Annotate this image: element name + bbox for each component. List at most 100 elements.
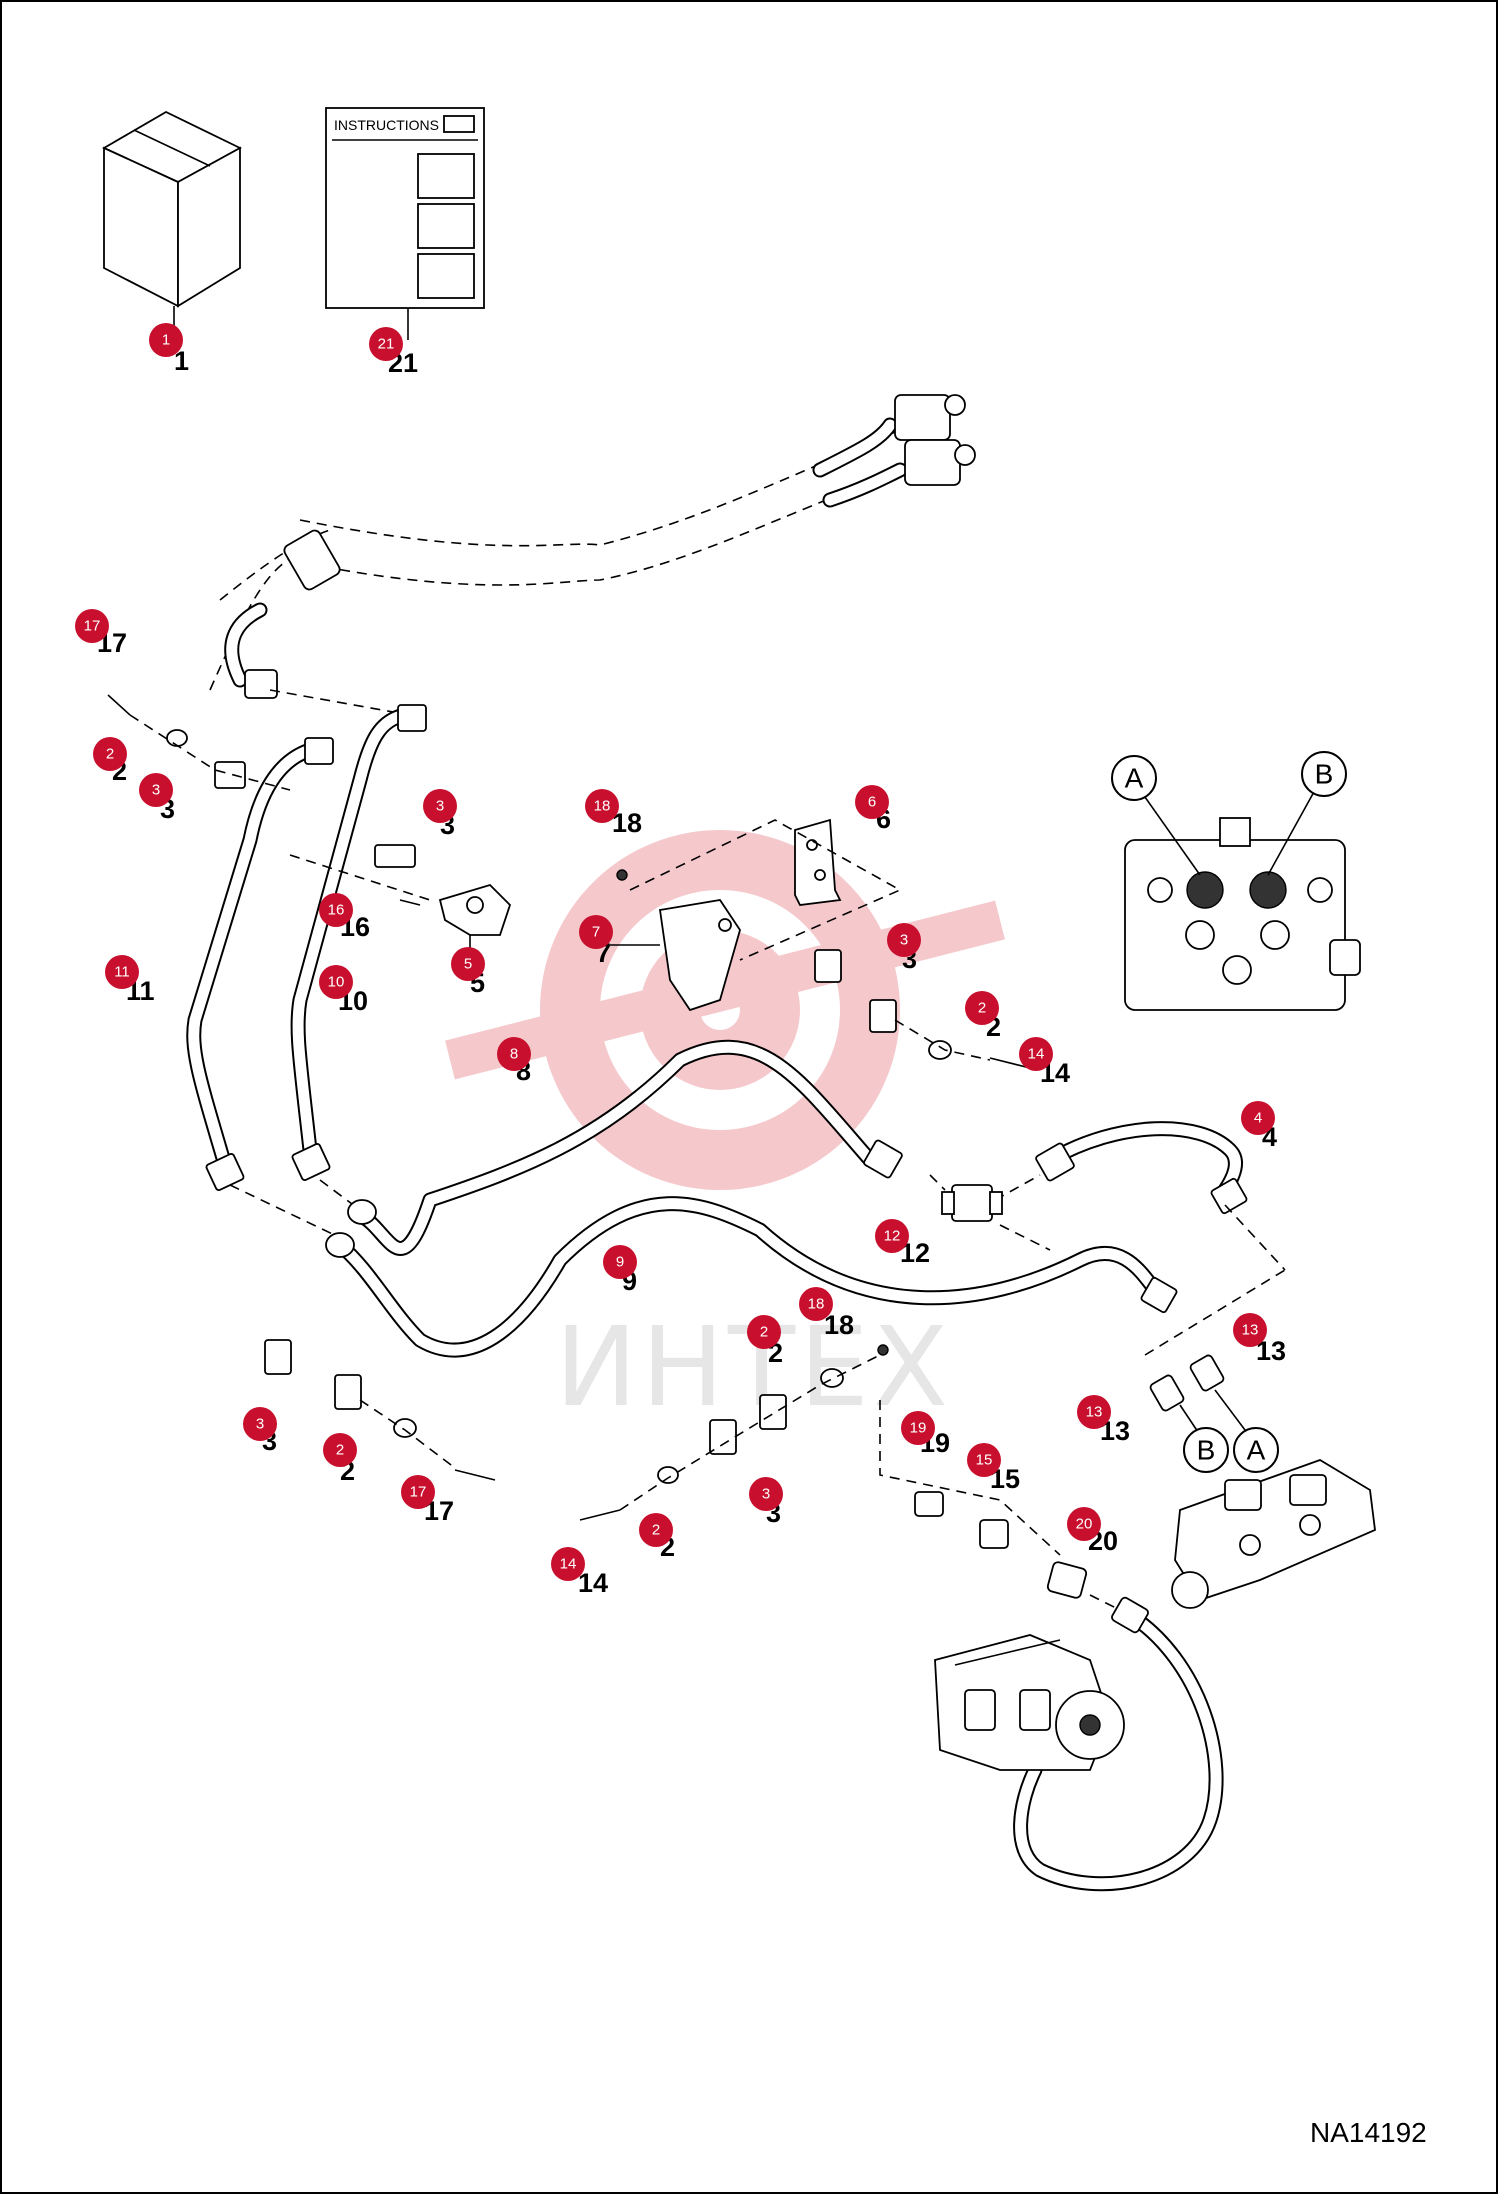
tube-8 bbox=[319, 1039, 903, 1256]
bracket-5 bbox=[438, 883, 512, 964]
part-badge[interactable]: 9 bbox=[603, 1245, 637, 1279]
part-badge-number: 17 bbox=[410, 1484, 427, 1501]
part-badge-number: 17 bbox=[84, 618, 101, 635]
part-badge-number: 20 bbox=[1076, 1516, 1093, 1533]
port-callout: B bbox=[1301, 751, 1347, 797]
part-badge[interactable]: 2 bbox=[965, 991, 999, 1025]
part-badge-number: 15 bbox=[976, 1452, 993, 1469]
part-badge-number: 4 bbox=[1254, 1110, 1262, 1127]
part-badge-number: 11 bbox=[114, 964, 130, 981]
part-badge[interactable]: 14 bbox=[1019, 1037, 1053, 1071]
part-badge[interactable]: 8 bbox=[497, 1037, 531, 1071]
part-badge-number: 16 bbox=[328, 902, 345, 919]
part-badge-number: 3 bbox=[152, 782, 160, 799]
pump-hose bbox=[1013, 1596, 1224, 1892]
part-badge[interactable]: 7 bbox=[579, 915, 613, 949]
port-callout-letter: B bbox=[1197, 1435, 1216, 1466]
part-badge-number: 13 bbox=[1086, 1404, 1103, 1421]
control-valve-bottom bbox=[1171, 1459, 1376, 1609]
part-badge[interactable]: 4 bbox=[1241, 1101, 1275, 1135]
tee-fitting-12 bbox=[929, 1174, 1051, 1251]
part-badge[interactable]: 2 bbox=[323, 1433, 357, 1467]
part-badge-number: 2 bbox=[336, 1442, 344, 1459]
part-badge-number: 2 bbox=[760, 1324, 768, 1341]
part-badge[interactable]: 2 bbox=[93, 737, 127, 771]
control-valve-top bbox=[1124, 789, 1361, 1011]
part-badge[interactable]: 18 bbox=[799, 1287, 833, 1321]
hydraulic-pump bbox=[934, 1634, 1125, 1771]
part-badge[interactable]: 2 bbox=[747, 1315, 781, 1349]
part-badge[interactable]: 13 bbox=[1233, 1313, 1267, 1347]
clamp-hardware bbox=[107, 694, 1031, 1521]
part-badge[interactable]: 12 bbox=[875, 1219, 909, 1253]
part-badge[interactable]: 11 bbox=[105, 955, 139, 989]
part-badge[interactable]: 2 bbox=[639, 1513, 673, 1547]
part-badge-number: 18 bbox=[808, 1296, 825, 1313]
part-badge-number: 2 bbox=[978, 1000, 986, 1017]
part-badge[interactable]: 3 bbox=[139, 773, 173, 807]
part-number-label: 1 bbox=[174, 346, 189, 376]
part-badge-number: 18 bbox=[594, 798, 611, 815]
part-badge-number: 13 bbox=[1242, 1322, 1259, 1339]
part-badge-number: 5 bbox=[464, 956, 472, 973]
part-badge-number: 12 bbox=[884, 1228, 901, 1245]
part-badge-number: 9 bbox=[616, 1254, 624, 1271]
part-badge[interactable]: 5 bbox=[451, 947, 485, 981]
part-badge[interactable]: 1 bbox=[149, 323, 183, 357]
port-callout-letter: A bbox=[1125, 763, 1144, 794]
part-number-label: 18 bbox=[824, 1310, 854, 1340]
part-badge-number: 19 bbox=[910, 1420, 927, 1437]
part-badge-number: 2 bbox=[106, 746, 114, 763]
tube-10 bbox=[290, 704, 427, 1181]
bracket-7 bbox=[610, 899, 741, 1012]
part-badge-number: 7 bbox=[592, 924, 600, 941]
part-badge[interactable]: 18 bbox=[585, 789, 619, 823]
fittings-13 bbox=[1144, 1269, 1286, 1436]
part-badge[interactable]: 3 bbox=[423, 789, 457, 823]
instructions-title: INSTRUCTIONS bbox=[334, 117, 439, 133]
part-number-label: 14 bbox=[578, 1568, 608, 1598]
part-badge-number: 3 bbox=[762, 1486, 770, 1503]
instructions-manual: INSTRUCTIONS bbox=[325, 107, 485, 340]
part-badge-number: 3 bbox=[436, 798, 444, 815]
part-badge-number: 2 bbox=[652, 1522, 660, 1539]
part-badge-number: 21 bbox=[378, 336, 395, 353]
part-badge[interactable]: 3 bbox=[243, 1407, 277, 1441]
part-badge[interactable]: 15 bbox=[967, 1443, 1001, 1477]
upper-hose-assembly bbox=[209, 394, 976, 716]
port-callout: B bbox=[1183, 1427, 1229, 1473]
tube-11 bbox=[186, 737, 334, 1191]
part-badge[interactable]: 3 bbox=[887, 923, 921, 957]
kit-box bbox=[102, 110, 242, 340]
tube-9 bbox=[229, 1184, 1178, 1358]
part-badge[interactable]: 3 bbox=[749, 1477, 783, 1511]
part-badge-number: 8 bbox=[510, 1046, 518, 1063]
part-badge-number: 10 bbox=[328, 974, 345, 991]
part-badge-number: 14 bbox=[560, 1556, 577, 1573]
part-badge[interactable]: 13 bbox=[1077, 1395, 1111, 1429]
part-badge[interactable]: 21 bbox=[369, 327, 403, 361]
part-badge-number: 14 bbox=[1028, 1046, 1045, 1063]
part-badge[interactable]: 14 bbox=[551, 1547, 585, 1581]
port-callout-letter: B bbox=[1315, 759, 1334, 790]
part-badge[interactable]: 19 bbox=[901, 1411, 935, 1445]
part-badge-number: 3 bbox=[256, 1416, 264, 1433]
port-callout: A bbox=[1233, 1427, 1279, 1473]
part-badge-number: 3 bbox=[900, 932, 908, 949]
part-badge[interactable]: 10 bbox=[319, 965, 353, 999]
part-badge[interactable]: 16 bbox=[319, 893, 353, 927]
port-callout-letter: A bbox=[1247, 1435, 1266, 1466]
drawing-reference-code: NA14192 bbox=[1310, 2117, 1427, 2148]
part-badge[interactable]: 6 bbox=[855, 785, 889, 819]
bracket-dashed-outline bbox=[629, 819, 902, 961]
part-badge[interactable]: 20 bbox=[1067, 1507, 1101, 1541]
bracket-6 bbox=[794, 818, 842, 906]
port-callout: A bbox=[1111, 755, 1157, 801]
part-badge[interactable]: 17 bbox=[75, 609, 109, 643]
part-badge[interactable]: 17 bbox=[401, 1475, 435, 1509]
